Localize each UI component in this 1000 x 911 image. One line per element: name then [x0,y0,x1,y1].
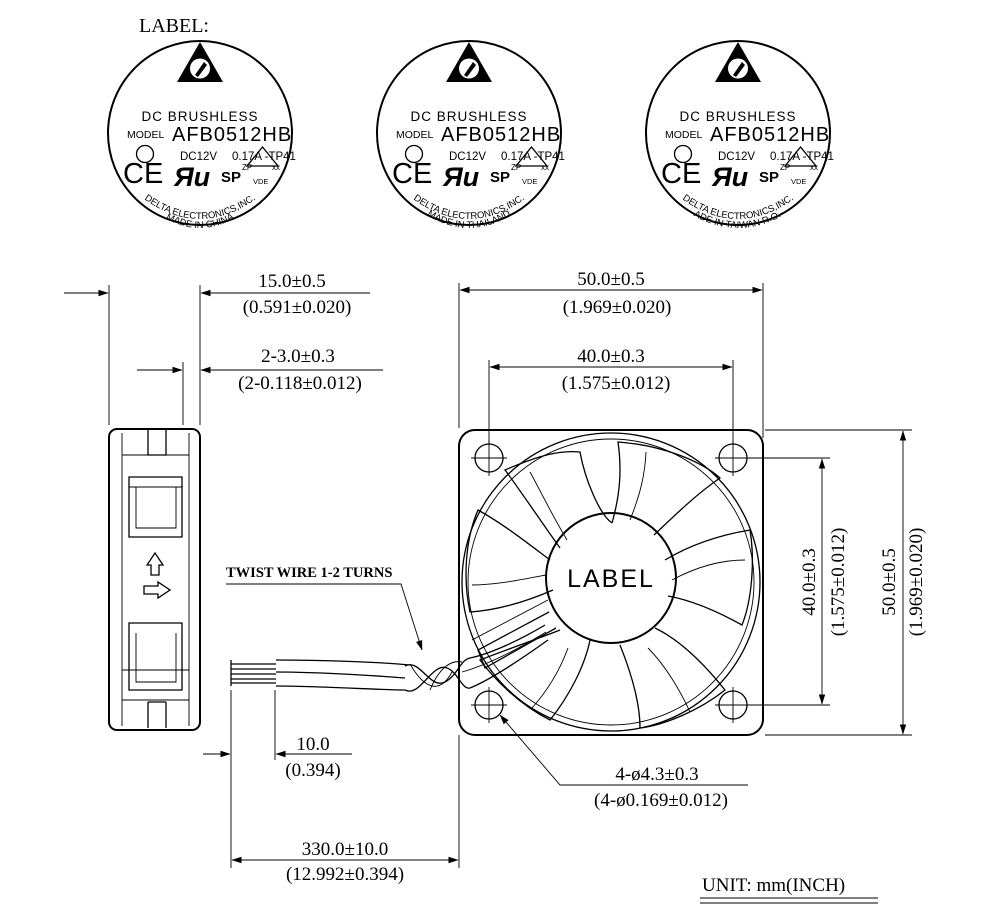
mount-hole-bl [471,687,507,723]
dim-hole-width-mm: 40.0±0.3 [577,346,644,367]
label-voltage: DC12V [718,151,755,163]
label-taiwan: DC BRUSHLESS MODEL AFB0512HB DC12V 0.17A… [645,40,834,231]
label-title: LABEL: [139,15,209,37]
twist-note: TWIST WIRE 1-2 TURNS [226,565,392,581]
vde-mark: VDE [253,177,268,186]
label-voltage: DC12V [180,151,217,163]
dim-holes-mm: 4-ø4.3±0.3 [615,764,698,785]
label-model-prefix: MODEL [665,129,703,141]
mount-hole-tl [471,440,507,476]
csa-mark: SP [221,169,241,186]
xx-mark: xx [810,163,818,172]
label-voltage: DC12V [449,151,486,163]
label-model-prefix: MODEL [127,129,165,141]
dim-flange-in: (2-0.118±0.012) [238,373,362,394]
dim-flange-mm: 2-3.0±0.3 [261,346,335,367]
dim-wire-mm: 330.0±10.0 [302,839,388,860]
ul-mark: Яu [442,162,480,192]
vde-mark: VDE [791,177,806,186]
dim-overall-width-mm: 50.0±0.5 [577,269,644,290]
dim-hole-width-in: (1.575±0.012) [562,373,671,394]
label-model: AFB0512HB [172,124,292,146]
ce-mark: CE [661,158,701,190]
label-line1: DC BRUSHLESS [679,109,796,124]
dim-side-width-mm: 15.0±0.5 [258,271,325,292]
xx-mark: xx [541,163,549,172]
dim-hole-height-mm: 40.0±0.3 [799,548,820,615]
ce-mark: CE [123,158,163,190]
side-view [108,428,201,731]
zp-mark: ZP [511,163,521,172]
dim-overall-height-mm: 50.0±0.5 [879,548,900,615]
label-company: DELTA ELECTRONICS,INC. [142,192,257,222]
rotation-arrow-icon [143,580,172,600]
csa-mark: SP [490,169,510,186]
ce-mark: CE [392,158,432,190]
label-current: 0.17A -TP41 [770,151,834,163]
label-current: 0.17A -TP41 [232,151,296,163]
label-china: DC BRUSHLESS MODEL AFB0512HB DC12V 0.17A… [107,40,296,231]
ul-mark: Яu [173,162,211,192]
mount-hole-br [715,687,751,723]
mount-hole-tr [715,440,751,476]
dim-overall-width-in: (1.969±0.020) [563,297,672,318]
lead-wires [230,624,549,692]
dim-wire-in: (12.992±0.394) [286,864,404,885]
front-view: LABEL [458,429,764,736]
label-model: AFB0512HB [710,124,830,146]
vde-mark: VDE [522,177,537,186]
label-thailand: DC BRUSHLESS MODEL AFB0512HB DC12V 0.17A… [376,40,565,231]
label-model-prefix: MODEL [396,129,434,141]
dim-strip-in: (0.394) [285,760,340,781]
zp-mark: ZP [780,163,790,172]
dim-holes-in: (4-ø0.169±0.012) [594,790,728,811]
ul-mark: Яu [711,162,749,192]
hub-label: LABEL [567,565,655,593]
label-model: AFB0512HB [441,124,561,146]
dim-strip-mm: 10.0 [296,734,329,755]
fan-blades [465,441,754,729]
label-line1: DC BRUSHLESS [410,109,527,124]
dim-side-width-in: (0.591±0.020) [243,297,352,318]
dim-hole-height-in: (1.575±0.012) [828,528,849,637]
dim-overall-height-in: (1.969±0.020) [906,528,927,637]
csa-mark: SP [759,169,779,186]
label-current: 0.17A -TP41 [501,151,565,163]
xx-mark: xx [272,163,280,172]
unit-note: UNIT: mm(INCH) [702,875,845,896]
airflow-arrow-icon [145,551,165,576]
zp-mark: ZP [242,163,252,172]
label-line1: DC BRUSHLESS [141,109,258,124]
